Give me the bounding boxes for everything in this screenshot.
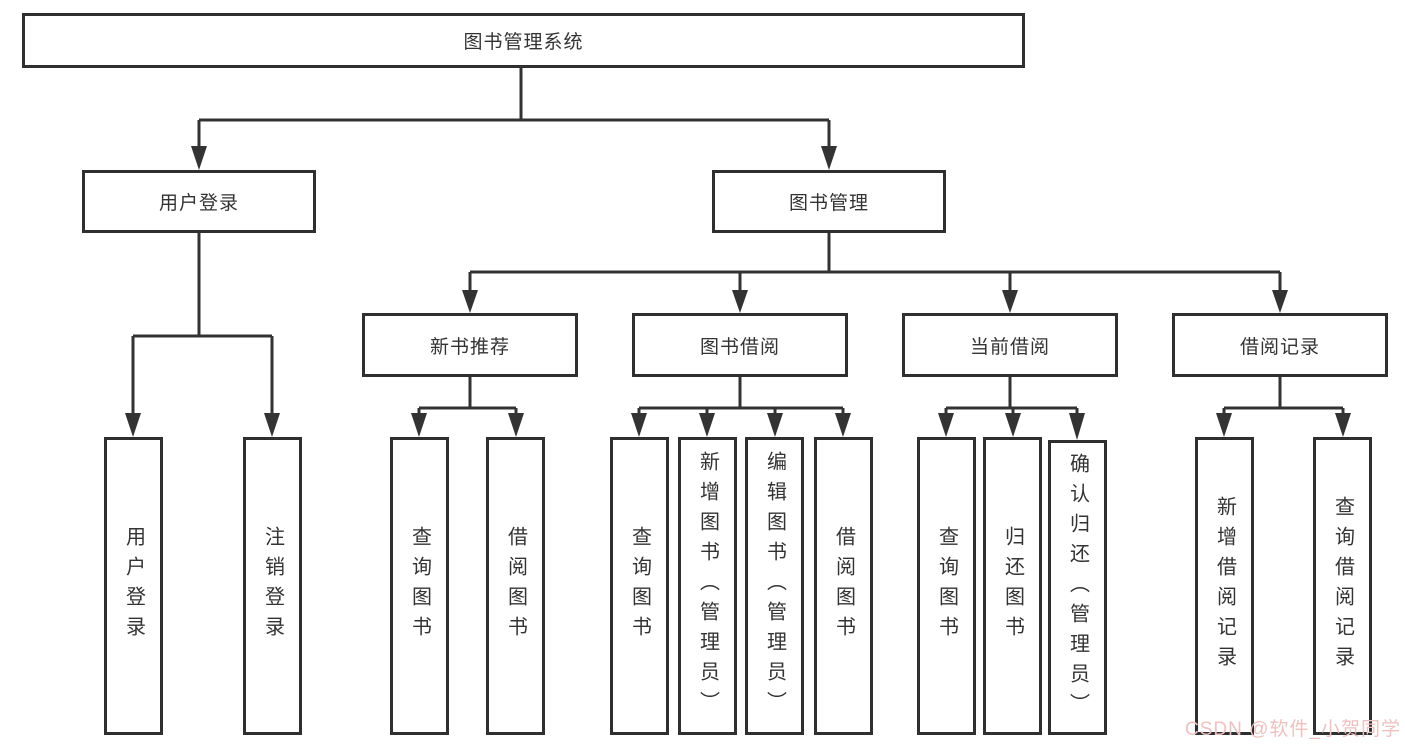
leaf-recommend-query-books: 查询图书	[390, 437, 449, 735]
leaf-borrow-query-books-label: 查询图书	[628, 526, 651, 646]
leaf-logout-label: 注销登录	[261, 526, 284, 646]
leaf-logout: 注销登录	[243, 437, 302, 735]
leaf-edit-books-admin-label: 编辑图书（管理员）	[763, 451, 786, 721]
leaf-query-borrow-record: 查询借阅记录	[1313, 437, 1372, 735]
node-user-login: 用户登录	[82, 170, 316, 233]
leaf-borrow-query-books: 查询图书	[610, 437, 669, 735]
leaf-current-query-books-label: 查询图书	[935, 526, 958, 646]
leaf-borrow-books-label: 借阅图书	[832, 526, 855, 646]
node-user-login-label: 用户登录	[158, 193, 239, 214]
leaf-recommend-borrow-books-label: 借阅图书	[504, 526, 527, 646]
node-book-management: 图书管理	[712, 170, 946, 233]
node-book-borrow-label: 图书借阅	[699, 336, 780, 358]
leaf-return-books: 归还图书	[983, 437, 1042, 735]
node-book-borrow: 图书借阅	[632, 313, 848, 377]
leaf-edit-books-admin: 编辑图书（管理员）	[745, 437, 804, 735]
leaf-query-borrow-record-label: 查询借阅记录	[1331, 496, 1354, 676]
node-current-borrow: 当前借阅	[902, 313, 1118, 377]
leaf-add-borrow-record: 新增借阅记录	[1195, 437, 1254, 735]
node-new-book-recommend: 新书推荐	[362, 313, 578, 377]
leaf-add-borrow-record-label: 新增借阅记录	[1213, 496, 1236, 676]
leaf-add-books-admin: 新增图书（管理员）	[678, 437, 737, 735]
node-root-system: 图书管理系统	[22, 13, 1025, 68]
leaf-recommend-borrow-books: 借阅图书	[486, 437, 545, 735]
csdn-watermark: CSDN @软件_小贺同学	[1185, 719, 1401, 740]
leaf-user-login: 用户登录	[104, 437, 163, 735]
node-borrow-records: 借阅记录	[1172, 313, 1388, 377]
leaf-current-query-books: 查询图书	[917, 437, 976, 735]
leaf-recommend-query-books-label: 查询图书	[408, 526, 431, 646]
node-book-management-label: 图书管理	[788, 193, 869, 214]
node-current-borrow-label: 当前借阅	[969, 336, 1050, 358]
leaf-add-books-admin-label: 新增图书（管理员）	[696, 451, 719, 721]
leaf-confirm-return-admin-label: 确认归还（管理员）	[1066, 452, 1089, 723]
leaf-return-books-label: 归还图书	[1001, 526, 1024, 646]
node-root-system-label: 图书管理系统	[463, 32, 584, 53]
leaf-borrow-books: 借阅图书	[814, 437, 873, 735]
node-new-book-recommend-label: 新书推荐	[429, 336, 510, 358]
leaf-confirm-return-admin: 确认归还（管理员）	[1048, 440, 1107, 735]
node-borrow-records-label: 借阅记录	[1239, 336, 1320, 358]
leaf-user-login-label: 用户登录	[122, 526, 145, 646]
